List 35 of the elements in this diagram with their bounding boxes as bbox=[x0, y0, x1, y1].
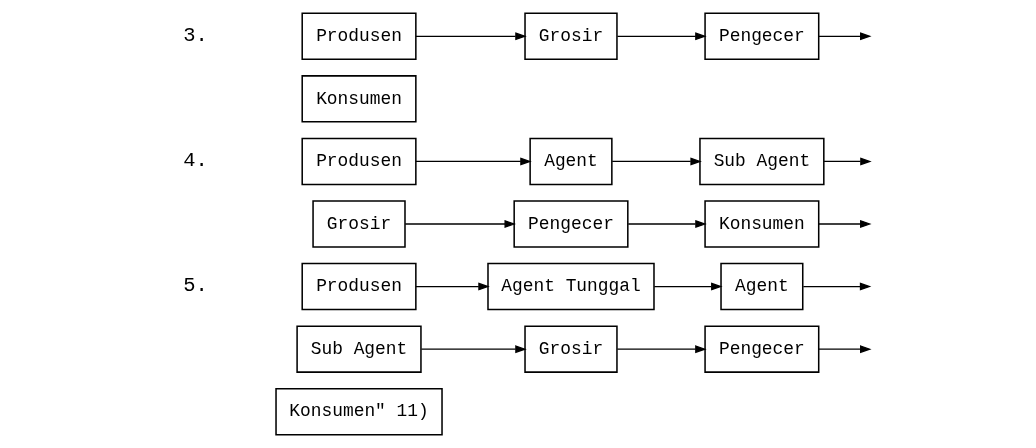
arrow bbox=[616, 32, 707, 41]
node-box: Agent bbox=[529, 137, 613, 186]
node-box: Grosir bbox=[524, 325, 618, 373]
arrow bbox=[415, 157, 532, 166]
arrow bbox=[802, 282, 872, 291]
node-box: Pengecer bbox=[704, 12, 820, 61]
node-box: Sub Agent bbox=[699, 137, 825, 186]
node-box: Agent Tunggal bbox=[487, 262, 655, 311]
arrow bbox=[818, 219, 872, 229]
arrow bbox=[616, 345, 707, 354]
node-box: Konsumen bbox=[704, 200, 820, 248]
arrow bbox=[415, 282, 490, 291]
arrow bbox=[611, 157, 702, 166]
node-box: Grosir bbox=[312, 200, 406, 248]
node-box: Produsen bbox=[301, 137, 417, 186]
label: 5. bbox=[183, 274, 208, 298]
label: 3. bbox=[183, 24, 208, 48]
node-box: Agent bbox=[720, 262, 804, 311]
arrow bbox=[420, 345, 527, 354]
label: 4. bbox=[183, 149, 208, 173]
node-box: Konsumen bbox=[301, 75, 417, 123]
arrow bbox=[415, 32, 527, 41]
node-box: Sub Agent bbox=[296, 325, 422, 373]
node-box: Produsen bbox=[301, 262, 417, 311]
node-box: Pengecer bbox=[513, 200, 629, 248]
node-box: Pengecer bbox=[704, 325, 820, 373]
node-box: Produsen bbox=[301, 12, 417, 61]
arrow bbox=[404, 219, 516, 229]
arrow bbox=[627, 219, 707, 229]
arrow bbox=[653, 282, 723, 291]
arrow bbox=[818, 32, 872, 41]
arrow bbox=[818, 345, 872, 354]
node-box: Konsumen" 11) bbox=[275, 387, 443, 436]
arrow bbox=[823, 157, 872, 166]
node-box: Grosir bbox=[524, 12, 618, 61]
